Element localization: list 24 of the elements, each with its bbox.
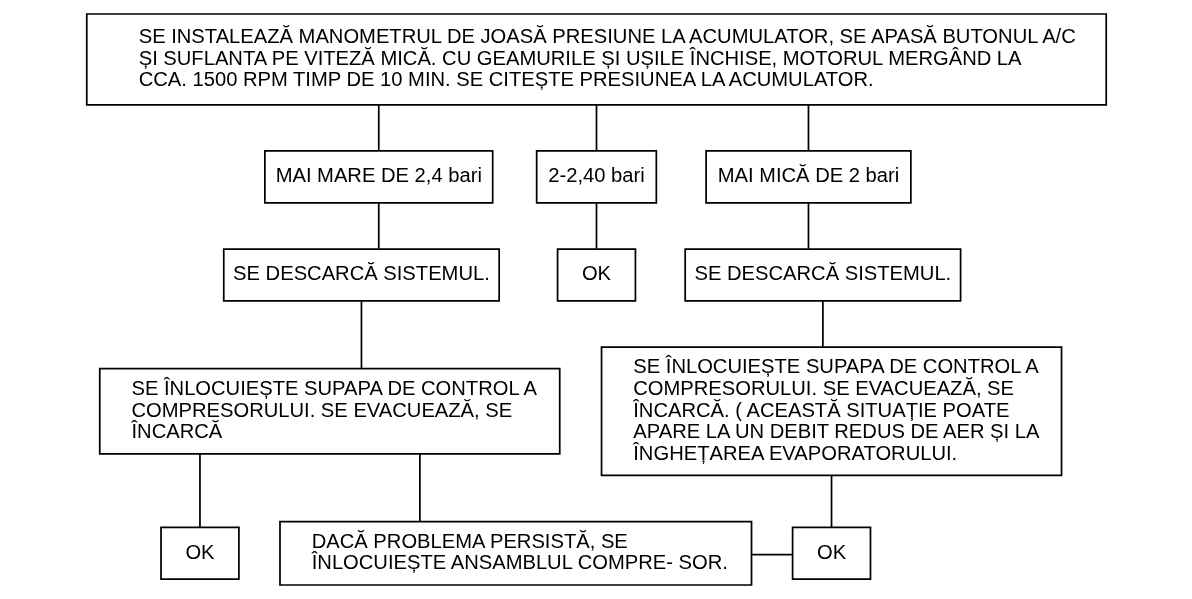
connector — [377, 202, 380, 250]
node-box: SE DESCARCĂ SISTEMUL. — [683, 248, 961, 302]
connector — [198, 453, 201, 529]
connector — [807, 104, 809, 152]
connector — [418, 453, 421, 523]
node-box: MAI MICĂ DE 2 bari — [704, 150, 912, 204]
node-box: OK — [159, 526, 240, 581]
node-box: 2-2,40 bari — [535, 150, 657, 204]
connector — [377, 104, 380, 152]
connector — [595, 202, 597, 250]
node-box: SE DESCARCĂ SISTEMUL. — [222, 248, 500, 302]
node-box: OK — [791, 526, 871, 581]
connector — [807, 202, 809, 250]
connector — [830, 474, 832, 529]
node-box: SE INSTALEAZĂ MANOMETRUL DE JOASĂ PRESIUNE LA ACUMULATOR, SE APASĂ BUTONUL A/C ȘI SUFLANTA PE VITEZĂ MICĂ. CU GEAMURILE ȘI UȘILE ÎNCHISE, MOTORUL MERGÂND LA CCA. 1500 RPM TIMP DE 10 MIN. SE CITEȘTE PRESIUNEA LA ACUMULATOR. — [85, 13, 1107, 106]
connector — [821, 300, 824, 348]
node-box: OK — [556, 248, 636, 302]
connector — [595, 104, 597, 152]
node-box: SE ÎNLOCUIEȘTE SUPAPA DE CONTROL A COMPRESORULUI. SE EVACUEAZĂ, SE ÎNCARCĂ. ( ACEASTĂ SITUAȚIE POATE APARE LA UN DEBIT REDUS DE AER ȘI LA ÎNGHEȚAREA EVAPORATORULUI. — [600, 346, 1062, 477]
node-box: DACĂ PROBLEMA PERSISTĂ, SE ÎNLOCUIEȘTE ANSAMBLUL COMPRE- SOR. — [278, 520, 752, 586]
node-box: SE ÎNLOCUIEȘTE SUPAPA DE CONTROL A COMPRESORULUI. SE EVACUEAZĂ, SE ÎNCARCĂ — [98, 367, 561, 455]
connector — [750, 553, 793, 556]
connector — [360, 300, 362, 370]
node-box: MAI MARE DE 2,4 bari — [263, 150, 494, 204]
